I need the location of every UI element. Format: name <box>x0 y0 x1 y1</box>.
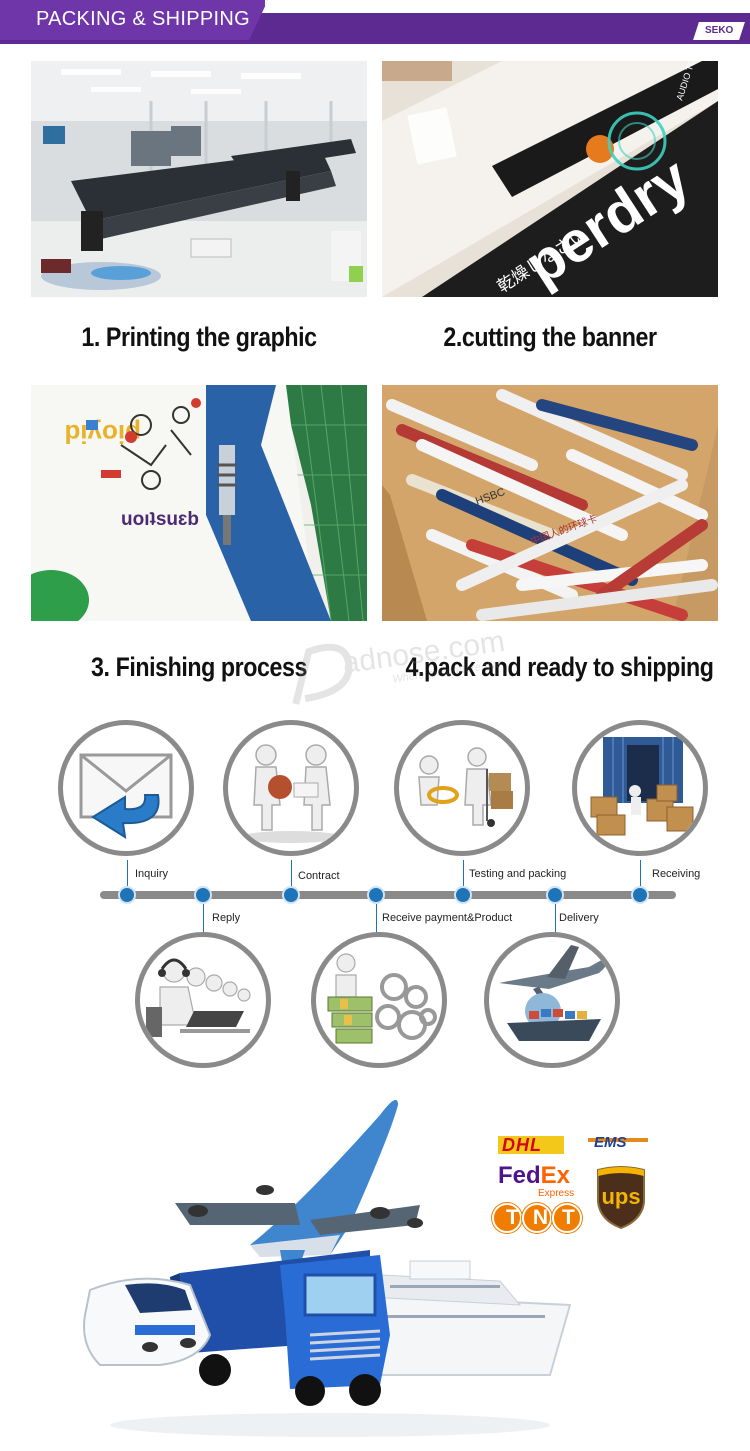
money-gears-icon <box>327 953 437 1044</box>
caption-step-4: 4.pack and ready to shipping <box>405 652 714 682</box>
stem-reply <box>203 904 204 934</box>
circle-payment <box>311 932 447 1068</box>
dot-receiving <box>631 886 649 904</box>
stem-payment <box>376 904 377 934</box>
plane-ship-icon <box>499 945 608 1041</box>
handshake-figures-icon <box>241 744 341 843</box>
label-receiving: Receiving <box>652 868 701 880</box>
label-delivery: Delivery <box>559 912 599 924</box>
inspection-figures-icon <box>418 747 513 827</box>
label-reply: Reply <box>212 912 241 924</box>
photo-printing <box>31 61 367 297</box>
carrier-logos: DHL EMS FedEx Express TNT ups <box>484 1130 654 1240</box>
circle-contract <box>223 720 359 856</box>
photo-packing: HSBC 中国人的环球卡 <box>382 385 718 621</box>
photo-cutting: perdry 乾燥しなさい AUDIO TOUR <box>382 61 718 297</box>
circle-delivery <box>484 932 620 1068</box>
ems-text: EMS <box>594 1134 627 1151</box>
dot-delivery <box>546 886 564 904</box>
fedex-fed: Fed <box>498 1162 541 1189</box>
stem-inquiry <box>127 860 128 886</box>
header-tab <box>0 0 268 40</box>
container-boxes-icon <box>590 737 694 836</box>
circle-inquiry <box>58 720 194 856</box>
circle-receiving <box>572 720 708 856</box>
dhl-text: DHL <box>502 1135 542 1155</box>
fedex-ex: Ex <box>540 1162 571 1189</box>
stem-testing <box>463 860 464 886</box>
dhl-logo <box>498 1136 564 1154</box>
caption-step-1: 1. Printing the graphic <box>81 322 317 352</box>
circle-reply <box>135 932 271 1068</box>
caption-step-2: 2.cutting the banner <box>443 322 657 352</box>
label-contract: Contract <box>298 870 340 882</box>
call-center-icon <box>146 958 251 1037</box>
dot-contract <box>282 886 300 904</box>
ups-logo: ups <box>594 1164 648 1230</box>
timeline-bar <box>100 891 676 899</box>
circle-testing <box>394 720 530 856</box>
dot-testing <box>454 886 472 904</box>
page-header: PACKING & SHIPPING SEKO <box>0 0 750 44</box>
dot-inquiry <box>118 886 136 904</box>
page-title: PACKING & SHIPPING <box>36 8 250 30</box>
fedex-logo: FedEx <box>498 1162 570 1190</box>
label-inquiry: Inquiry <box>135 868 169 880</box>
stem-receiving <box>640 860 641 886</box>
envelope-icon <box>79 753 173 839</box>
caption-step-3: 3. Finishing process <box>91 652 307 682</box>
stem-delivery <box>555 904 556 934</box>
transport-illustration <box>80 1085 580 1440</box>
seko-logo-text: SEKO <box>704 25 734 36</box>
process-diagram: Inquiry Contract Testing and packing Rec… <box>0 708 750 1073</box>
label-testing: Testing and packing <box>469 868 567 880</box>
dot-payment <box>367 886 385 904</box>
photo-finishing: pioyid uoıʇsuɛb <box>31 385 367 621</box>
fedex-express: Express <box>538 1188 575 1199</box>
artwork-text: uoıʇsuɛb <box>121 509 199 530</box>
tnt-logo: TNT <box>492 1203 584 1233</box>
seko-logo: SEKO <box>693 22 745 40</box>
stem-contract <box>291 860 292 886</box>
dot-reply <box>194 886 212 904</box>
ups-text: ups <box>601 1184 641 1209</box>
label-payment: Receive payment&Product <box>382 912 513 924</box>
ems-bar <box>588 1138 648 1142</box>
tnt-text: TNT <box>506 1206 589 1229</box>
